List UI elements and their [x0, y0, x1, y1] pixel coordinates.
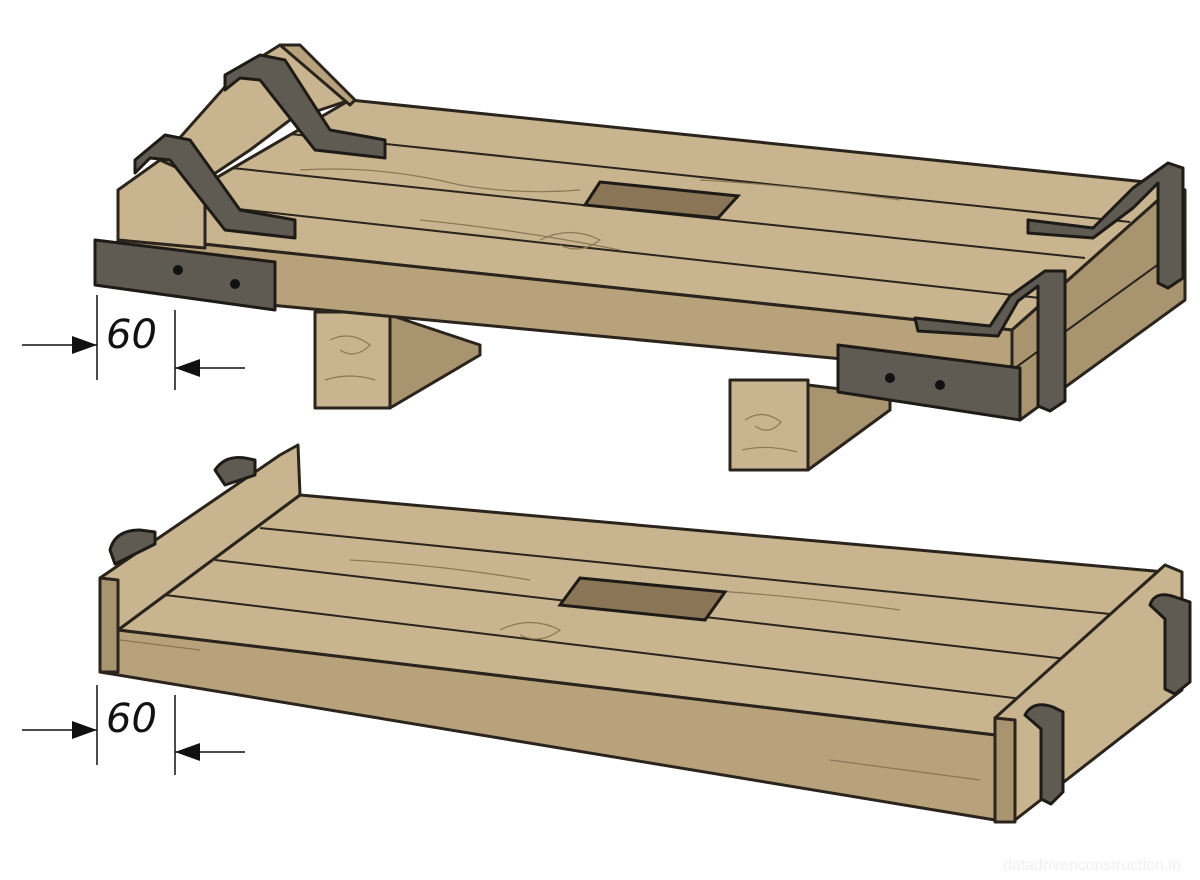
watermark: datadrivenconstruction.io — [1003, 857, 1181, 874]
steel-clip-left-2 — [108, 528, 157, 566]
steel-strap-right-2 — [1026, 161, 1185, 290]
dimension-top: 60 — [22, 295, 245, 390]
bottom-tray-cutout — [557, 576, 728, 622]
top-pallet — [93, 43, 1187, 472]
bottom-tray — [98, 443, 1192, 824]
dimension-label-bottom: 60 — [106, 696, 157, 742]
dimension-label-top: 60 — [106, 312, 157, 358]
leg-left — [313, 310, 482, 410]
top-deck-cutout — [582, 180, 742, 220]
steel-bracket-front-left — [93, 238, 277, 312]
steel-strap-left-1 — [133, 133, 297, 240]
steel-clip-right-1 — [1148, 593, 1192, 696]
steel-strap-right-1 — [913, 269, 1067, 413]
steel-clip-left-1 — [213, 456, 257, 487]
leg-right — [728, 378, 892, 472]
steel-strap-left-2 — [223, 53, 387, 160]
steel-bracket-front-right — [836, 343, 1022, 422]
dimension-bottom: 60 — [22, 685, 245, 775]
steel-clip-right-2 — [1023, 703, 1065, 806]
